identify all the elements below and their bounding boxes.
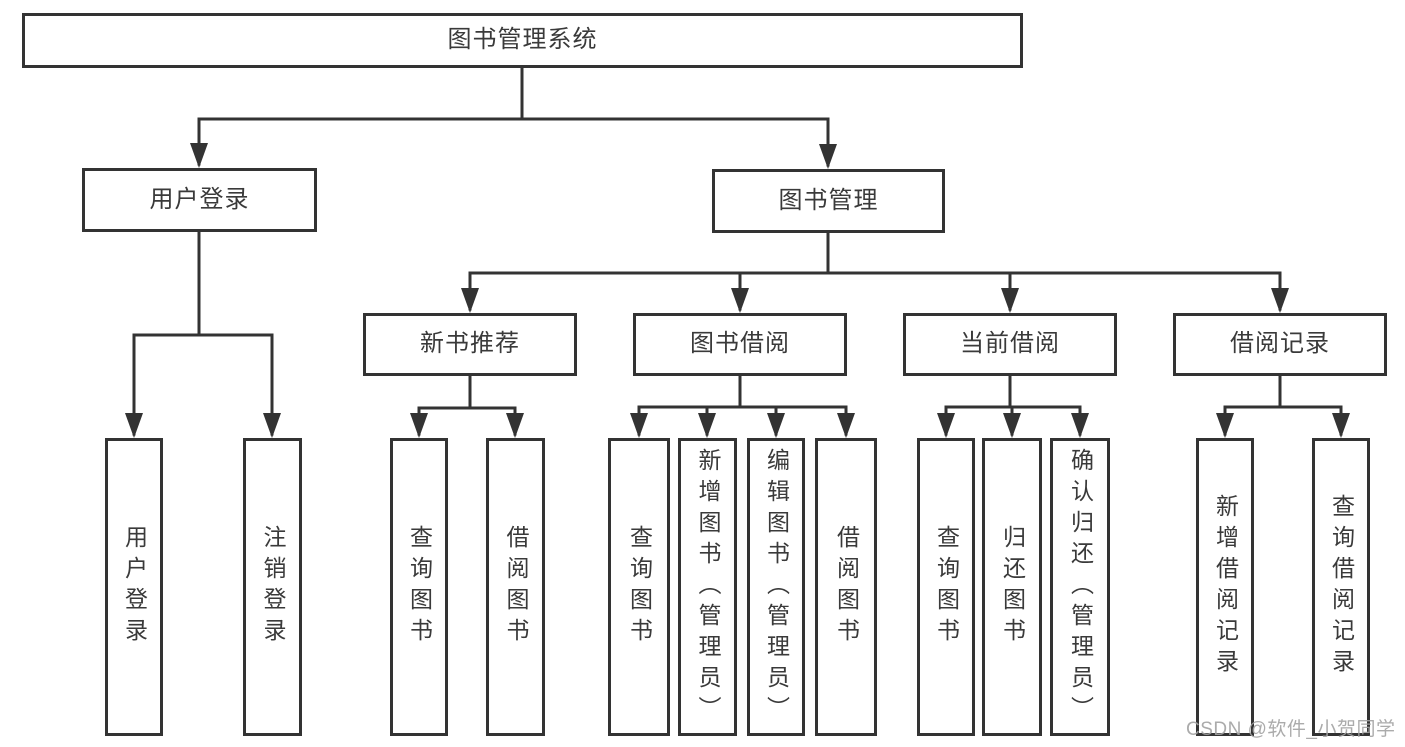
arrowhead-icon	[410, 413, 428, 438]
tree-node-book-borrow: 图书借阅	[633, 313, 847, 376]
arrowhead-icon	[731, 288, 749, 313]
arrowhead-icon	[1216, 413, 1234, 438]
tree-node-current-borrow: 当前借阅	[903, 313, 1117, 376]
tree-node-leaf-return-book: 归还图书	[982, 438, 1042, 736]
arrowhead-icon	[837, 413, 855, 438]
tree-node-leaf-user-login: 用户登录	[105, 438, 163, 736]
tree-node-leaf-add-book: 新增图书（管理员）	[678, 438, 737, 736]
arrowhead-icon	[630, 413, 648, 438]
tree-node-label: 确认归还（管理员）	[1067, 447, 1094, 727]
tree-node-label: 用户登录	[121, 525, 148, 649]
tree-node-label: 查询图书	[933, 525, 960, 649]
arrowhead-icon	[461, 288, 479, 313]
tree-node-label: 图书借阅	[690, 330, 790, 358]
arrowhead-icon	[1271, 288, 1289, 313]
connector-line	[637, 374, 848, 436]
tree-node-label: 用户登录	[149, 185, 250, 213]
tree-node-label: 借阅记录	[1230, 330, 1330, 358]
arrowhead-icon	[190, 143, 208, 168]
tree-node-label: 查询借阅记录	[1328, 494, 1355, 680]
connector-line	[468, 231, 1282, 311]
arrowhead-icon	[506, 413, 524, 438]
tree-node-leaf-query-book-1: 查询图书	[390, 438, 448, 736]
tree-node-leaf-borrow-book-2: 借阅图书	[815, 438, 877, 736]
tree-node-label: 新增借阅记录	[1212, 494, 1239, 680]
tree-node-label: 查询图书	[406, 525, 433, 649]
tree-node-label: 借阅图书	[833, 525, 860, 649]
tree-node-label: 查询图书	[626, 525, 653, 649]
arrowhead-icon	[698, 413, 716, 438]
tree-node-leaf-query-book-3: 查询图书	[917, 438, 975, 736]
tree-node-borrow-records: 借阅记录	[1173, 313, 1387, 376]
arrowhead-icon	[819, 144, 837, 169]
tree-node-leaf-confirm-return: 确认归还（管理员）	[1050, 438, 1110, 736]
arrowhead-icon	[125, 413, 143, 438]
arrowhead-icon	[1332, 413, 1350, 438]
tree-node-label: 当前借阅	[960, 330, 1060, 358]
arrowhead-icon	[263, 413, 281, 438]
tree-node-leaf-logout: 注销登录	[243, 438, 302, 736]
tree-node-user-login: 用户登录	[82, 168, 317, 232]
tree-node-book-mgmt: 图书管理	[712, 169, 945, 233]
arrowhead-icon	[1003, 413, 1021, 438]
arrowhead-icon	[937, 413, 955, 438]
watermark-text: CSDN @软件_小贺同学	[1186, 719, 1396, 740]
arrowhead-icon	[1071, 413, 1089, 438]
tree-node-label: 借阅图书	[503, 525, 529, 649]
tree-node-label: 归还图书	[999, 525, 1026, 649]
tree-node-label: 图书管理系统	[447, 26, 598, 54]
arrowhead-icon	[767, 413, 785, 438]
tree-node-root: 图书管理系统	[22, 13, 1023, 68]
tree-node-leaf-query-borrow-rec: 查询借阅记录	[1312, 438, 1370, 736]
tree-node-label: 新书推荐	[420, 330, 520, 358]
tree-node-label: 新增图书（管理员）	[695, 447, 721, 727]
connector-line	[197, 66, 830, 167]
connector-line	[417, 374, 517, 436]
tree-node-leaf-borrow-book-1: 借阅图书	[486, 438, 545, 736]
tree-node-new-book-rec: 新书推荐	[363, 313, 577, 376]
tree-node-leaf-add-borrow-rec: 新增借阅记录	[1196, 438, 1254, 736]
tree-node-label: 编辑图书（管理员）	[763, 447, 790, 727]
arrowhead-icon	[1001, 288, 1019, 313]
connector-line	[132, 230, 274, 436]
tree-node-label: 注销登录	[260, 525, 286, 649]
connector-line	[1223, 374, 1343, 436]
tree-node-leaf-query-book-2: 查询图书	[608, 438, 670, 736]
tree-node-leaf-edit-book: 编辑图书（管理员）	[747, 438, 805, 736]
tree-node-label: 图书管理	[778, 186, 879, 214]
